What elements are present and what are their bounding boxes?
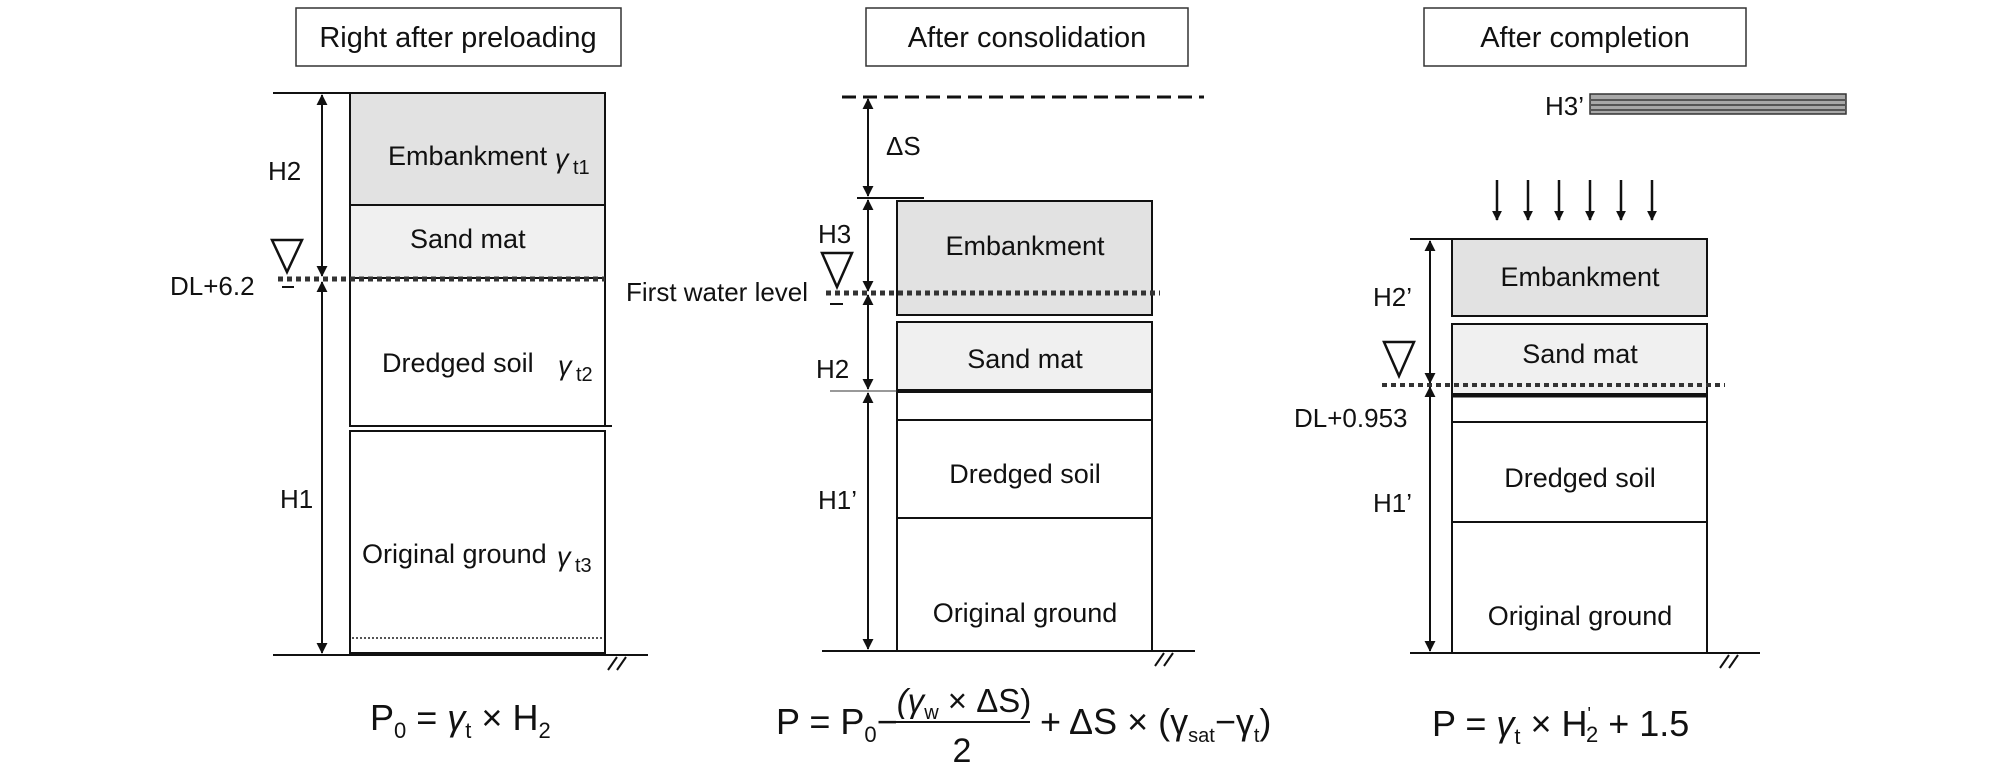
panel3-h1-label: H1’ (1373, 488, 1412, 518)
panel1-water-level-label: DL+6.2 (170, 271, 255, 301)
panel3-title-box (1423, 7, 1747, 67)
panel1-water-level-icon (270, 238, 304, 275)
panel2-dredged-soil-layer (896, 391, 1153, 519)
panel3-sand-mat-label: Sand mat (1522, 339, 1638, 369)
panel2-sand-mat-layer (896, 321, 1153, 391)
panel1-sand-mat-layer (349, 204, 606, 279)
panel2-title-box (865, 7, 1189, 67)
panel-right-after-preloading: Right after preloading Embankment γ t1 S… (170, 7, 648, 743)
panel2-h3-label: H3 (818, 219, 851, 249)
panel1-original-ground-layer (349, 430, 606, 654)
panel3-ground-hatch (1719, 654, 1739, 669)
panel2-h2-label: H2 (816, 354, 849, 384)
panel3-original-ground-label: Original ground (1488, 601, 1673, 631)
panel2-h1-label: H1’ (818, 485, 857, 515)
panel-after-consolidation: After consolidation Embankment Sand mat … (626, 7, 1271, 768)
panel1-embankment-label: Embankment (388, 141, 548, 171)
panel2-embankment-layer (896, 200, 1153, 316)
panel2-dredged-soil-label: Dredged soil (949, 459, 1101, 489)
panel1-equation: P0 = γt × H2 (370, 697, 551, 743)
panel1-h2-label: H2 (268, 156, 301, 186)
panel1-dredged-gamma-sub: t2 (576, 364, 593, 386)
svg-text:+ ΔS × (γsat−γt): + ΔS × (γsat−γt) (1040, 701, 1271, 747)
panel1-ground-hatch (607, 656, 627, 671)
panel1-original-gamma-sub: t3 (575, 555, 592, 577)
panel1-original-ground-label: Original ground (362, 539, 547, 569)
panel3-h2-label: H2’ (1373, 282, 1412, 312)
svg-text:(γw × ΔS): (γw × ΔS) (897, 682, 1032, 724)
panel3-original-ground-layer (1451, 521, 1708, 654)
svg-text:P = P0−: P = P0− (776, 701, 898, 747)
panel1-dredged-soil-label: Dredged soil (382, 348, 534, 378)
panel3-water-level-icon (1382, 340, 1416, 380)
panel-after-completion: After completion H3’ Embankment Sand m (1294, 7, 1847, 749)
panel3-embankment-label: Embankment (1500, 262, 1660, 292)
panel1-title-box (295, 7, 622, 67)
panel2-ground-hatch (1154, 652, 1174, 667)
panel1-title: Right after preloading (319, 22, 596, 54)
panel2-original-ground-label: Original ground (933, 598, 1118, 628)
panel2-water-level-icon (820, 251, 854, 291)
panel1-embankment-layer (349, 92, 606, 206)
panel1-h1-label: H1 (280, 484, 313, 514)
panel2-equation: P = P0− (γw × ΔS) 2 + ΔS × (γsat−γt) (776, 682, 1271, 768)
panel2-sand-mat-label: Sand mat (967, 344, 1083, 374)
panel3-embankment-layer (1451, 238, 1708, 317)
panel3-load-arrows (1492, 180, 1657, 221)
panel2-original-ground-layer (896, 517, 1153, 652)
panel3-water-level-label: DL+0.953 (1294, 403, 1407, 433)
panel3-dredged-soil-label: Dredged soil (1504, 463, 1656, 493)
panel2-embankment-label: Embankment (945, 231, 1105, 261)
panel3-h3-label: H3’ (1545, 91, 1584, 121)
panel1-dredged-soil-layer (349, 277, 606, 427)
panel3-dredged-soil-layer (1451, 393, 1708, 523)
panel2-ds-label: ΔS (886, 131, 921, 161)
panel2-water-level-label: First water level (626, 277, 808, 307)
panel3-sand-mat-layer (1451, 323, 1708, 395)
panel1-embankment-gamma: γ (555, 144, 570, 174)
panel1-original-gamma: γ (557, 542, 572, 572)
panel1-dredged-gamma: γ (558, 351, 573, 381)
panel3-equation: P = γt × H'2 + 1.5 (1432, 703, 1689, 749)
panel2-title: After consolidation (908, 22, 1147, 54)
svg-text:2: 2 (953, 732, 972, 768)
panel1-embankment-gamma-sub: t1 (573, 157, 590, 179)
panel3-title: After completion (1480, 22, 1690, 54)
panel1-sand-mat-label: Sand mat (410, 224, 526, 254)
